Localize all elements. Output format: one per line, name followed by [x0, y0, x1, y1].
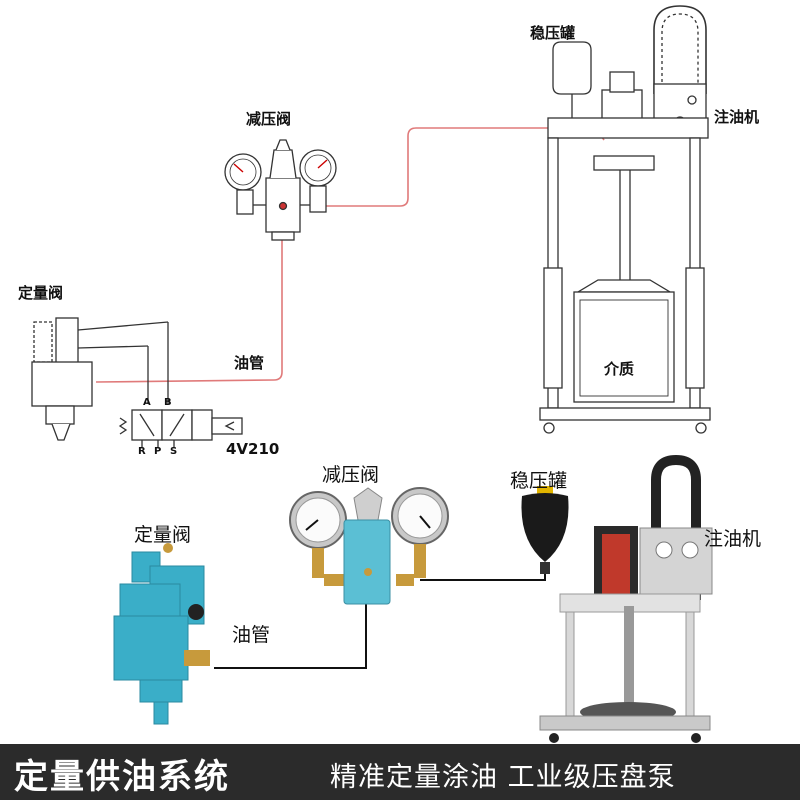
- schematic-reducer-label: 减压阀: [246, 110, 292, 128]
- port-s-label: S: [170, 446, 178, 457]
- schematic-injector: [539, 5, 711, 434]
- schematic-pipe-label: 油管: [234, 354, 265, 372]
- photo-reducer-valve: [289, 487, 449, 605]
- photo-accumulator: [521, 486, 569, 574]
- schematic-tank-label: 稳压罐: [530, 24, 576, 42]
- photo-reducer-label: 减压阀: [322, 464, 380, 486]
- photo-metering-label: 定量阀: [134, 524, 192, 546]
- photo-pipes: [214, 572, 546, 669]
- system-diagram: [31, 5, 713, 743]
- photo-tank-label: 稳压罐: [510, 470, 568, 492]
- footer-title: 定量供油系统: [14, 757, 230, 797]
- footer-subtitle: 精准定量涂油 工业级压盘泵: [330, 762, 676, 793]
- schematic-solenoid-valve: [118, 409, 243, 448]
- schematic-medium-label: 介质: [604, 360, 635, 378]
- schematic-injector-label: 注油机: [714, 108, 760, 126]
- schematic-reducer-valve: [224, 139, 337, 241]
- photo-pipe-label: 油管: [232, 624, 271, 646]
- port-p-label: P: [154, 446, 162, 457]
- footer-banner: 定量供油系统 精准定量涂油 工业级压盘泵: [0, 744, 800, 800]
- schematic-accumulator: [552, 41, 592, 118]
- schematic-metering-valve: [31, 317, 169, 441]
- photo-injector-label: 注油机: [704, 528, 762, 550]
- port-r-label: R: [138, 446, 146, 457]
- port-a-label: A: [143, 397, 151, 408]
- schematic-pipes: [95, 127, 605, 383]
- port-b-label: B: [164, 397, 172, 408]
- photo-metering-valve: [113, 543, 210, 725]
- schematic-metering-label: 定量阀: [18, 284, 64, 302]
- schematic-solenoid-label: 4V210: [226, 440, 280, 458]
- photo-injector: [539, 454, 713, 743]
